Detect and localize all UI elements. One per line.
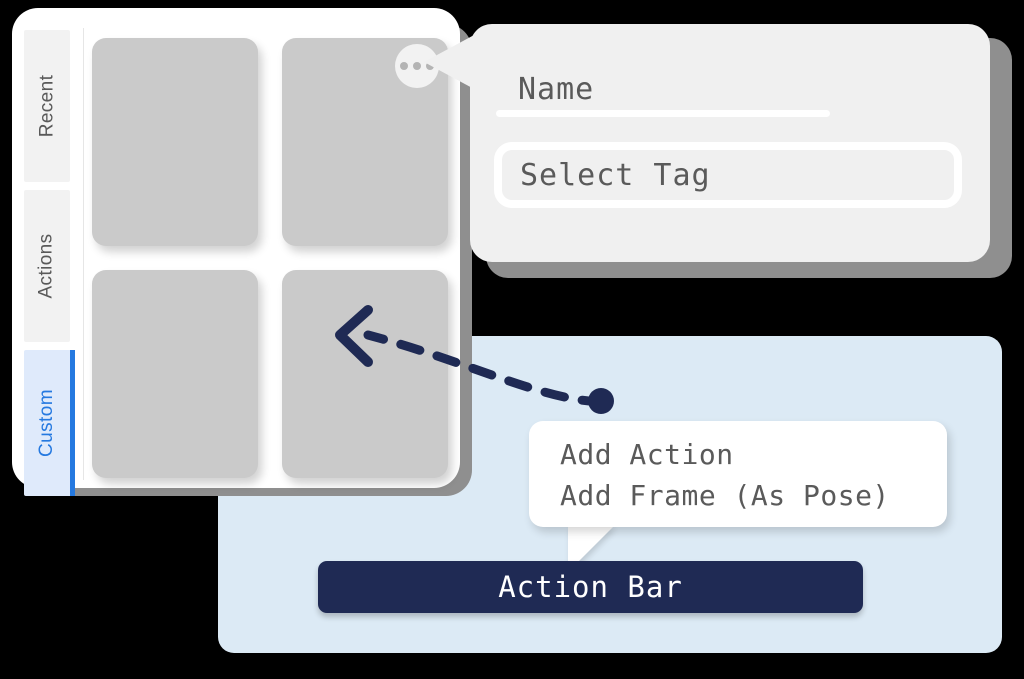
action-bar-button[interactable]: Action Bar — [318, 561, 863, 613]
menu-item-add-frame[interactable]: Add Frame (As Pose) — [560, 478, 890, 512]
sidebar-item-recent[interactable]: Recent — [24, 30, 70, 182]
menu-item-add-action[interactable]: Add Action — [560, 438, 734, 471]
select-tag-dropdown[interactable]: Select Tag — [494, 142, 962, 208]
ellipsis-dot — [400, 62, 408, 70]
name-input[interactable] — [496, 110, 830, 117]
library-card[interactable] — [92, 270, 258, 478]
tag-popover-tail — [424, 34, 476, 90]
action-bar-label: Action Bar — [498, 570, 683, 604]
annotation-arrow — [335, 305, 614, 414]
rail-divider — [83, 28, 84, 480]
library-card[interactable] — [282, 270, 448, 478]
name-field-label: Name — [518, 72, 595, 107]
sidebar-tab-rail: Recent Actions Custom — [24, 30, 75, 496]
sidebar-item-label-recent: Recent — [36, 74, 58, 138]
select-tag-value: Select Tag — [520, 157, 711, 193]
sidebar-item-custom[interactable]: Custom — [24, 350, 75, 496]
sidebar-item-label-custom: Custom — [36, 389, 57, 457]
library-card[interactable] — [92, 38, 258, 246]
sidebar-item-actions[interactable]: Actions — [24, 190, 70, 342]
ellipsis-dot — [413, 62, 421, 70]
add-menu-tooltip: Add Action Add Frame (As Pose) — [529, 421, 947, 527]
sidebar-item-label-actions: Actions — [36, 233, 58, 299]
library-panel: Recent Actions Custom — [12, 8, 460, 496]
